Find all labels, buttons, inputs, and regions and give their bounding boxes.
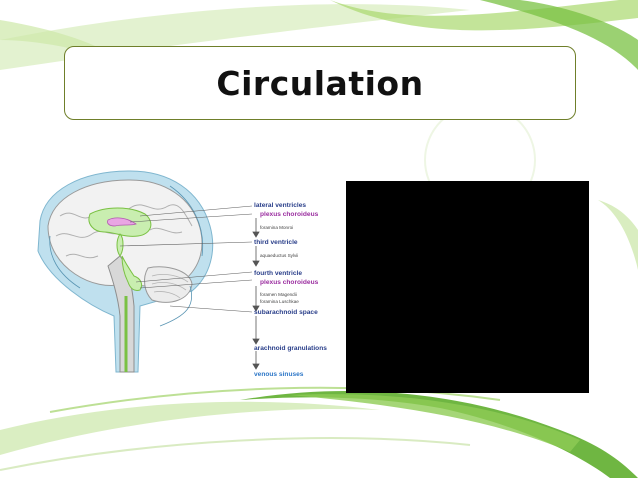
bottom-swoosh-mid [290, 394, 580, 452]
diagram-labels: lateral ventricles plexus choroideus for… [254, 202, 327, 378]
brain-gyri [55, 204, 193, 259]
flow-lines [49, 185, 204, 327]
label-foramina-luschkae: foramina Luschkae [260, 299, 299, 304]
label-lateral-ventricles: lateral ventricles [254, 202, 306, 209]
label-plexus-choroideus-1: plexus choroideus [260, 211, 319, 218]
leader-lines [119, 205, 253, 313]
label-fourth-ventricle: fourth ventricle [254, 270, 302, 277]
bottom-swoosh-thin [49, 386, 501, 413]
third-ventricle [116, 233, 124, 257]
top-right-swoosh [480, 0, 638, 70]
cerebellum-folia [151, 274, 189, 299]
bottom-swoosh-faint [0, 437, 471, 471]
brain-illustration [37, 170, 214, 373]
title-box: Circulation [64, 46, 576, 120]
label-aquaeductus-sylvii: aquaeductus Sylvii [260, 253, 298, 258]
flow-arrows [252, 218, 260, 370]
cerebellum [144, 266, 193, 303]
label-subarachnoid-space: subarachnoid space [254, 309, 318, 316]
black-image-panel [346, 181, 589, 393]
slide-title: Circulation [216, 63, 424, 103]
label-plexus-choroideus-2: plexus choroideus [260, 279, 319, 286]
label-foramen-magendii: foramen Magendii [260, 292, 297, 297]
label-venous-sinuses: venous sinuses [254, 371, 304, 378]
label-third-ventricle: third ventricle [254, 239, 298, 246]
csf-circulation-diagram: lateral ventricles plexus choroideus for… [37, 170, 327, 378]
label-foramina-monroi: foramina Monroi [260, 225, 293, 230]
top-swoosh-light [0, 4, 470, 70]
choroid-plexus-lateral [107, 217, 137, 227]
label-arachnoid-granulations: arachnoid granulations [254, 345, 327, 352]
bottom-swoosh-light [0, 401, 380, 455]
right-mid-swoosh [598, 200, 638, 270]
